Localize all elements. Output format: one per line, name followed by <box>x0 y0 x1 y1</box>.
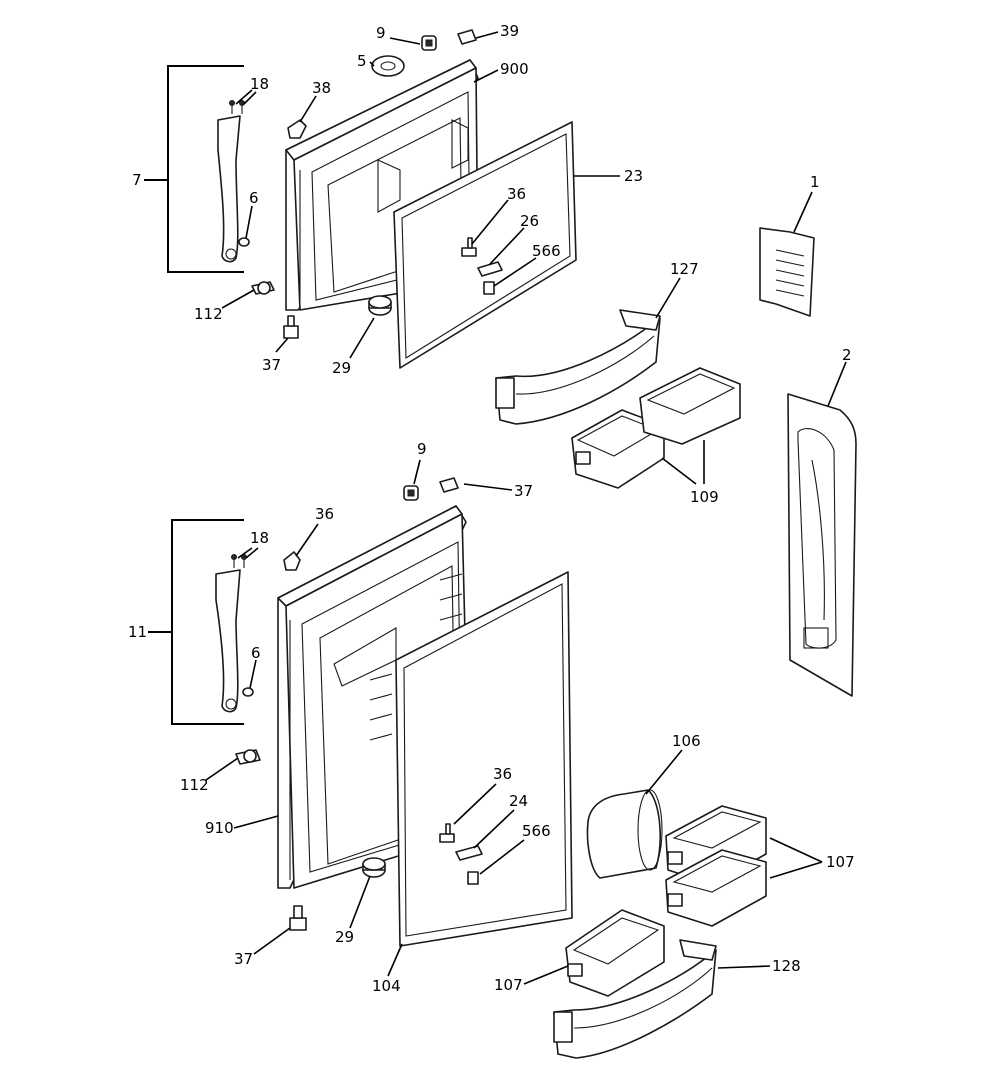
callout-107-right: 107 <box>826 853 855 871</box>
callout-104: 104 <box>372 977 401 995</box>
freezer-door-shelf <box>495 309 661 425</box>
callout-910: 910 <box>205 819 234 837</box>
freezer-handle-plug <box>238 237 250 247</box>
callout-6-top: 6 <box>249 189 259 207</box>
callout-36-mid: 36 <box>315 505 334 523</box>
callout-109: 109 <box>690 488 719 506</box>
fresh-food-door-stop-part <box>403 485 419 501</box>
callout-38: 38 <box>312 79 331 97</box>
fresh-food-handle <box>215 569 241 713</box>
door-bin-lower <box>665 849 767 927</box>
callout-37-mid: 37 <box>514 482 533 500</box>
freezer-gasket-hinge-parts <box>461 237 503 295</box>
freezer-handle <box>217 115 241 263</box>
callout-labels: 9 39 5 900 18 38 7 23 6 36 26 566 1 127 … <box>128 22 855 995</box>
callout-9-top: 9 <box>376 24 386 42</box>
freezer-door-bin-back <box>639 367 741 445</box>
fresh-food-plug-button <box>362 857 386 878</box>
callout-107-left: 107 <box>494 976 523 994</box>
freezer-hinge-bracket-part <box>287 119 307 139</box>
callout-9-mid: 9 <box>417 440 427 458</box>
bracket-group-11 <box>148 519 244 725</box>
door-bin-left <box>565 909 665 997</box>
freezer-screw <box>251 281 275 295</box>
callout-18-mid: 18 <box>250 529 269 547</box>
callout-6-mid: 6 <box>251 644 261 662</box>
callout-112-mid: 112 <box>180 776 209 794</box>
callout-106: 106 <box>672 732 701 750</box>
callout-128: 128 <box>772 957 801 975</box>
fresh-food-handle-plug <box>242 687 254 697</box>
fresh-food-door-shelf <box>553 939 717 1059</box>
callout-112-top: 112 <box>194 305 223 323</box>
leader-lines <box>205 31 847 985</box>
callout-29-low: 29 <box>335 928 354 946</box>
fresh-food-screw <box>235 749 261 765</box>
callout-36-top: 36 <box>507 185 526 203</box>
freezer-handle-screws <box>229 100 245 114</box>
callout-23: 23 <box>624 167 643 185</box>
freezer-bottom-hinge-pin <box>283 315 299 339</box>
side-liner-panel <box>787 393 857 697</box>
callout-37-top: 37 <box>262 356 281 374</box>
callout-127: 127 <box>670 260 699 278</box>
freezer-door-stop-part <box>421 35 437 51</box>
callout-1: 1 <box>810 173 820 191</box>
freezer-door-disk-part <box>371 55 405 77</box>
freezer-hinge-cap-part <box>457 29 477 45</box>
fresh-food-door-gasket <box>395 571 573 947</box>
callout-24: 24 <box>509 792 528 810</box>
callout-37-low: 37 <box>234 950 253 968</box>
bracket-group-7 <box>144 65 244 273</box>
callout-11: 11 <box>128 623 147 641</box>
fresh-food-hinge-cap-part <box>439 477 459 493</box>
callout-26: 26 <box>520 212 539 230</box>
fresh-food-gasket-hinge-parts <box>439 823 483 885</box>
dairy-compartment <box>586 789 663 879</box>
callout-18-top: 18 <box>250 75 269 93</box>
callout-39: 39 <box>500 22 519 40</box>
freezer-plug-button <box>368 295 392 316</box>
callout-900: 900 <box>500 60 529 78</box>
fresh-food-hinge-bracket-part <box>283 551 301 571</box>
callout-7: 7 <box>132 171 142 189</box>
callout-5: 5 <box>357 52 367 70</box>
use-care-manual <box>759 227 815 317</box>
freezer-door-gasket <box>393 121 577 369</box>
callout-36-low: 36 <box>493 765 512 783</box>
callout-566-low: 566 <box>522 822 551 840</box>
callout-29-top: 29 <box>332 359 351 377</box>
callout-2: 2 <box>842 346 852 364</box>
fresh-food-bottom-hinge-pin <box>289 905 307 931</box>
callout-566-top: 566 <box>532 242 561 260</box>
fresh-food-handle-screws <box>231 554 247 568</box>
